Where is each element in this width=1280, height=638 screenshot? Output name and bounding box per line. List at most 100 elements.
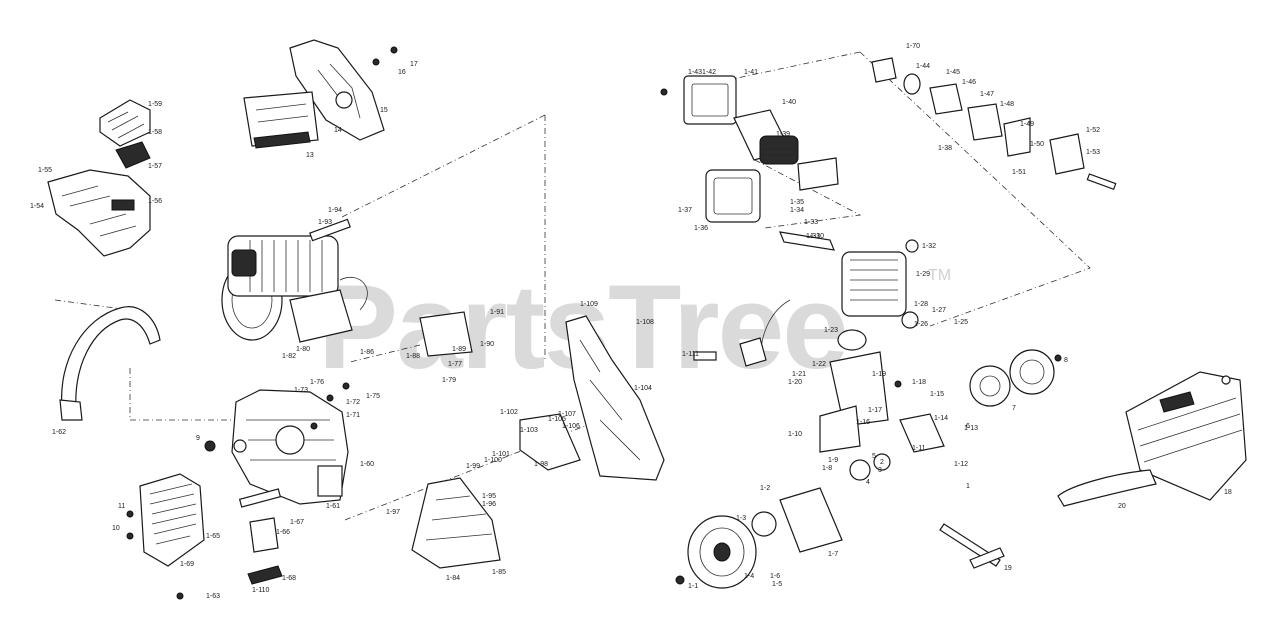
part-label-1-25: 1-25 <box>954 319 968 326</box>
part-label-1-34: 1-34 <box>790 207 804 214</box>
part-label-3: 3 <box>878 467 882 474</box>
part-label-1-36: 1-36 <box>694 225 708 232</box>
part-label-1-59: 1-59 <box>148 101 162 108</box>
part-label-1-48: 1-48 <box>1000 101 1014 108</box>
part-label-19: 19 <box>1004 565 1012 572</box>
part-label-1-80: 1-80 <box>296 346 310 353</box>
part-label-1-31: 1-31 <box>806 233 820 240</box>
muffler-parts[interactable] <box>871 57 1117 191</box>
air-filter-box[interactable] <box>683 75 839 223</box>
part-label-1-63: 1-63 <box>206 593 220 600</box>
carrying-case[interactable] <box>1125 371 1247 501</box>
engine-assembly[interactable] <box>221 218 368 343</box>
part-label-1-3: 1-3 <box>736 515 746 522</box>
part-label-1-79: 1-79 <box>442 377 456 384</box>
part-label-1-66: 1-66 <box>276 529 290 536</box>
part-label-1-94: 1-94 <box>328 207 342 214</box>
bar-scabbard[interactable] <box>1057 469 1157 507</box>
part-label-1-100: 1-100 <box>484 457 502 464</box>
part-label-1-96: 1-96 <box>482 501 496 508</box>
part-label-1-30: 1-30 <box>810 233 824 240</box>
part-label-1-55: 1-55 <box>38 167 52 174</box>
part-label-1-28: 1-28 <box>914 301 928 308</box>
part-label-1-105: 1-105 <box>548 416 566 423</box>
part-label-1-43: 1-43 <box>688 69 702 76</box>
part-label-1-60: 1-60 <box>360 461 374 468</box>
part-label-1-2: 1-2 <box>760 485 770 492</box>
part-label-1-54: 1-54 <box>30 203 44 210</box>
part-label-1-108: 1-108 <box>636 319 654 326</box>
part-label-1-14: 1-14 <box>934 415 948 422</box>
part-label-1-41: 1-41 <box>744 69 758 76</box>
crankshaft-assembly[interactable] <box>779 329 1055 553</box>
part-label-1-84: 1-84 <box>446 575 460 582</box>
part-label-1-7: 1-7 <box>828 551 838 558</box>
part-label-13: 13 <box>306 152 314 159</box>
front-handle-bar[interactable] <box>59 306 161 421</box>
part-label-1-57: 1-57 <box>148 163 162 170</box>
part-label-1-51: 1-51 <box>1012 169 1026 176</box>
part-label-2: 2 <box>880 459 884 466</box>
part-label-8: 8 <box>1064 357 1068 364</box>
part-label-15: 15 <box>380 107 388 114</box>
part-label-16: 16 <box>398 69 406 76</box>
part-label-1-1: 1-1 <box>688 583 698 590</box>
part-label-7: 7 <box>1012 405 1016 412</box>
part-label-1-109: 1-109 <box>580 301 598 308</box>
part-label-1-104: 1-104 <box>634 385 652 392</box>
part-label-1-18: 1-18 <box>912 379 926 386</box>
part-label-17: 17 <box>410 61 418 68</box>
part-label-1-76: 1-76 <box>310 379 324 386</box>
part-label-1-107: 1-107 <box>558 411 576 418</box>
part-label-1-40: 1-40 <box>782 99 796 106</box>
part-label-1-99: 1-99 <box>466 463 480 470</box>
part-label-1-33: 1-33 <box>804 219 818 226</box>
part-label-1-10: 1-10 <box>788 431 802 438</box>
part-label-1-111: 1-111 <box>682 351 699 358</box>
part-label-18: 18 <box>1224 489 1232 496</box>
part-label-1-95: 1-95 <box>482 493 496 500</box>
side-plate[interactable] <box>519 315 665 481</box>
tool-wrench[interactable] <box>939 523 1005 569</box>
flywheel[interactable] <box>687 511 777 589</box>
part-labels: 1-591-581-571-551-541-5617161514131-941-… <box>30 43 1232 600</box>
carburetor-parts[interactable] <box>693 231 835 367</box>
intake-screen[interactable] <box>139 473 205 567</box>
part-label-1-6: 1-6 <box>770 573 780 580</box>
part-label-1-97: 1-97 <box>386 509 400 516</box>
part-label-1-70: 1-70 <box>906 43 920 50</box>
part-label-1-72: 1-72 <box>346 399 360 406</box>
part-label-1-15: 1-15 <box>930 391 944 398</box>
part-label-1-20: 1-20 <box>788 379 802 386</box>
part-label-1-8: 1-8 <box>822 465 832 472</box>
part-label-1-17: 1-17 <box>868 407 882 414</box>
throttle-linkage[interactable] <box>238 311 501 585</box>
part-label-1-42: 1-42 <box>702 69 716 76</box>
clutch-cover-assembly[interactable] <box>243 39 385 149</box>
part-label-1-86: 1-86 <box>360 349 374 356</box>
part-label-1: 1 <box>966 483 970 490</box>
crankcase-housing[interactable] <box>204 389 349 505</box>
part-label-1-39: 1-39 <box>776 131 790 138</box>
part-label-1-46: 1-46 <box>962 79 976 86</box>
part-label-1-47: 1-47 <box>980 91 994 98</box>
part-label-1-26: 1-26 <box>914 321 928 328</box>
part-label-1-9: 1-9 <box>828 457 838 464</box>
part-label-1-35: 1-35 <box>790 199 804 206</box>
part-label-1-12: 1-12 <box>954 461 968 468</box>
part-label-1-50: 1-50 <box>1030 141 1044 148</box>
part-label-1-90: 1-90 <box>480 341 494 348</box>
cylinder[interactable] <box>841 239 919 329</box>
part-label-1-67: 1-67 <box>290 519 304 526</box>
part-label-1-106: 1-106 <box>562 423 580 430</box>
part-label-1-93: 1-93 <box>318 219 332 226</box>
top-handle-cover[interactable] <box>47 99 151 257</box>
part-label-1-22: 1-22 <box>812 361 826 368</box>
part-label-1-56: 1-56 <box>148 198 162 205</box>
part-label-4: 4 <box>866 479 870 486</box>
part-label-10: 10 <box>112 525 120 532</box>
part-label-1-88: 1-88 <box>406 353 420 360</box>
part-label-1-75: 1-75 <box>366 393 380 400</box>
part-label-1-4: 1-4 <box>744 573 754 580</box>
part-label-1-58: 1-58 <box>148 129 162 136</box>
